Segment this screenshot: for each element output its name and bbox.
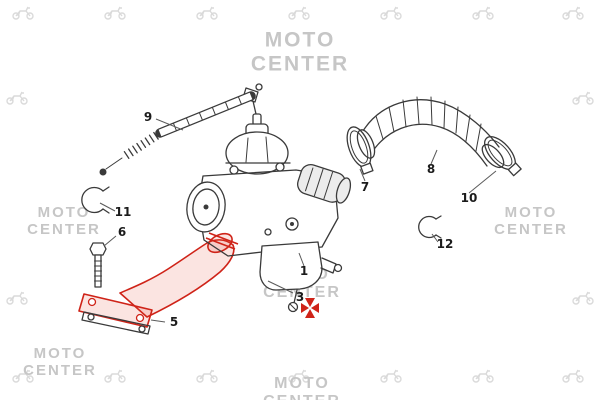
hose-clamp-left xyxy=(346,126,374,175)
part-label-1[interactable]: 1 xyxy=(299,264,309,278)
part-label-8[interactable]: 8 xyxy=(426,162,436,176)
flange-bolt xyxy=(89,242,107,288)
leader-lines xyxy=(99,118,497,323)
hose-clamp-right xyxy=(484,136,522,177)
part-label-10[interactable]: 10 xyxy=(460,191,478,205)
part-label-9[interactable]: 9 xyxy=(143,110,153,124)
part-label-11[interactable]: 11 xyxy=(114,205,132,219)
part-label-5[interactable]: 5 xyxy=(169,315,179,329)
part-label-3[interactable]: 3 xyxy=(295,290,305,304)
part-label-6[interactable]: 6 xyxy=(117,225,127,239)
manifold-gasket xyxy=(81,311,151,335)
cable-clamp-ring xyxy=(81,186,110,214)
retaining-clip xyxy=(418,215,442,239)
part-label-7[interactable]: 7 xyxy=(360,180,370,194)
selection-cross-marker[interactable] xyxy=(301,298,319,318)
carburetor-body xyxy=(186,113,352,313)
part-label-12[interactable]: 12 xyxy=(436,237,454,251)
intake-manifold-highlighted[interactable] xyxy=(78,230,239,328)
air-intake-hose xyxy=(356,96,505,169)
